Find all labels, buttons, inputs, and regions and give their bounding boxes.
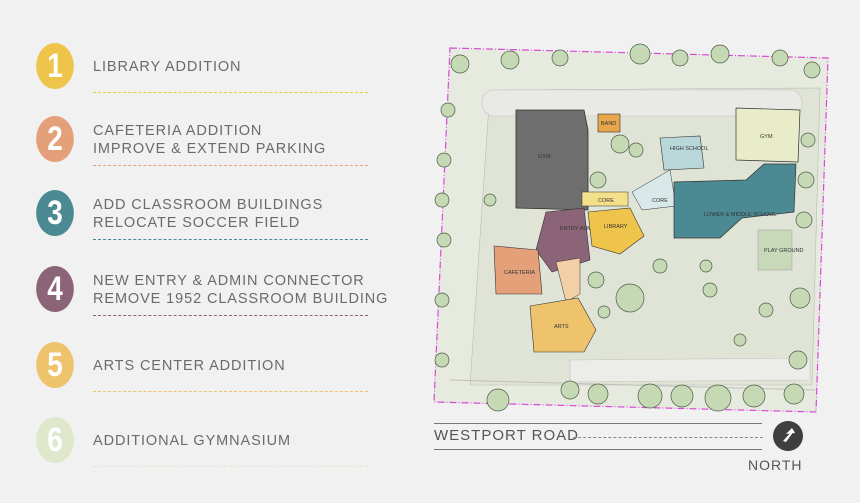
legend-item-5: 5 ARTS CENTER ADDITION bbox=[32, 342, 372, 392]
legend-item-text: CAFETERIA ADDITION IMPROVE & EXTEND PARK… bbox=[93, 116, 368, 166]
legend-item-line1: LIBRARY ADDITION bbox=[93, 58, 242, 75]
legend-item-line1: ADD CLASSROOM BUILDINGS bbox=[93, 196, 324, 213]
label-arts: ARTS bbox=[554, 324, 569, 330]
label-core-right: CORE bbox=[652, 198, 668, 204]
phase-number-badge: 6 bbox=[36, 417, 74, 463]
legend-item-text: LIBRARY ADDITION bbox=[93, 43, 368, 93]
phase-number-badge: 2 bbox=[36, 116, 74, 162]
phase-number-badge: 3 bbox=[36, 190, 74, 236]
label-core-left: CORE bbox=[598, 198, 614, 204]
phase-number-badge: 5 bbox=[36, 342, 74, 388]
legend-item-1: 1 LIBRARY ADDITION bbox=[32, 43, 372, 93]
building-gym-existing bbox=[515, 109, 589, 211]
building-arts bbox=[529, 297, 597, 353]
road-edge-bottom bbox=[434, 449, 762, 450]
building-high-school bbox=[659, 135, 705, 171]
building-band bbox=[597, 113, 621, 133]
label-library: LIBRARY bbox=[604, 224, 628, 230]
drive-lane bbox=[569, 357, 811, 383]
building-core-left bbox=[581, 191, 629, 207]
legend-item-line1: CAFETERIA ADDITION bbox=[93, 122, 263, 139]
building-lower-middle-school bbox=[673, 163, 797, 239]
legend-item-3: 3 ADD CLASSROOM BUILDINGS RELOCATE SOCCE… bbox=[32, 190, 372, 240]
parking-lot bbox=[481, 89, 803, 117]
building-gym-new bbox=[735, 107, 801, 163]
north-arrow-icon bbox=[773, 421, 803, 451]
label-band: BAND bbox=[601, 121, 616, 127]
building-cafeteria bbox=[493, 245, 543, 295]
play-ground bbox=[757, 229, 793, 271]
trees-group bbox=[434, 43, 821, 412]
building-library bbox=[587, 207, 645, 255]
label-cafeteria: CAFETERIA bbox=[504, 270, 535, 276]
label-gym-existing: GYM bbox=[538, 154, 551, 160]
label-high-school: HIGH SCHOOL bbox=[670, 146, 709, 152]
legend-item-line1: ADDITIONAL GYMNASIUM bbox=[93, 432, 291, 449]
legend-item-line2: IMPROVE & EXTEND PARKING bbox=[93, 140, 327, 157]
north-label: NORTH bbox=[748, 457, 803, 473]
phase-number-badge: 4 bbox=[36, 266, 74, 312]
label-lower-middle-school: LOWER & MIDDLE SCHOOL bbox=[704, 212, 776, 218]
legend-item-text: NEW ENTRY & ADMIN CONNECTOR REMOVE 1952 … bbox=[93, 266, 389, 316]
legend-item-text: ARTS CENTER ADDITION bbox=[93, 342, 368, 392]
legend-item-line2: REMOVE 1952 CLASSROOM BUILDING bbox=[93, 290, 389, 307]
label-gym-new: GYM bbox=[760, 134, 773, 140]
road-name: WESTPORT ROAD bbox=[434, 427, 579, 444]
legend-item-6: 6 ADDITIONAL GYMNASIUM bbox=[32, 417, 372, 467]
legend-item-line1: ARTS CENTER ADDITION bbox=[93, 357, 286, 374]
label-entry-admin: ENTRY ADMIN bbox=[560, 226, 597, 232]
road-centerline bbox=[573, 437, 763, 438]
label-play-ground: PLAY GROUND bbox=[764, 248, 804, 254]
phase-number-badge: 1 bbox=[36, 43, 74, 89]
legend-item-line1: NEW ENTRY & ADMIN CONNECTOR bbox=[93, 272, 365, 289]
legend-item-line2: RELOCATE SOCCER FIELD bbox=[93, 214, 301, 231]
building-connector bbox=[555, 257, 581, 303]
site-plan-map: GYM BAND HIGH SCHOOL GYM CORE CORE ENTRY… bbox=[433, 43, 829, 413]
legend-item-4: 4 NEW ENTRY & ADMIN CONNECTOR REMOVE 195… bbox=[32, 266, 389, 316]
legend-item-2: 2 CAFETERIA ADDITION IMPROVE & EXTEND PA… bbox=[32, 116, 372, 166]
legend-item-text: ADDITIONAL GYMNASIUM bbox=[93, 417, 368, 467]
project-phase-legend: 1 LIBRARY ADDITION 2 CAFETERIA ADDITION … bbox=[0, 0, 400, 503]
legend-item-text: ADD CLASSROOM BUILDINGS RELOCATE SOCCER … bbox=[93, 190, 368, 240]
road-edge-top bbox=[434, 423, 762, 424]
